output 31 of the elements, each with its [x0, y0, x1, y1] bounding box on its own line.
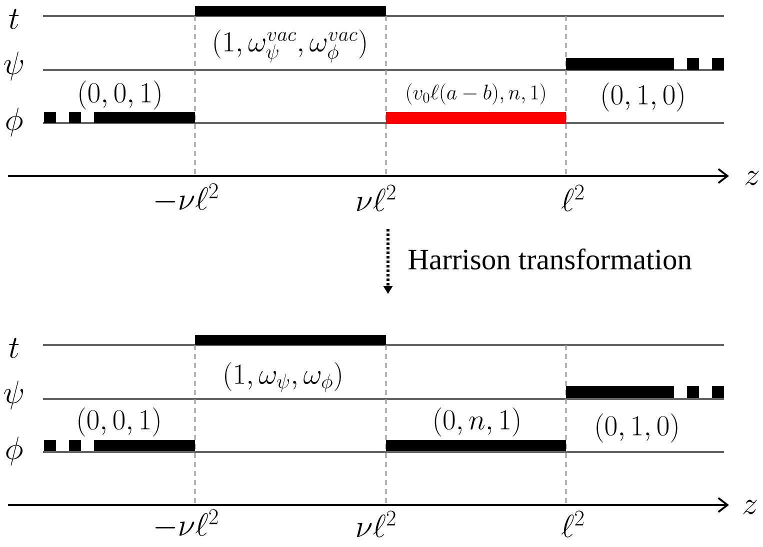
transformation-label: Harrison transformation: [408, 248, 692, 270]
rod-bar: [195, 335, 386, 345]
row-label: $t$: [9, 8, 19, 30]
vector-label: $(0,1,0)$: [596, 414, 678, 442]
rod-bar: [44, 112, 195, 123]
row-label: $t$: [9, 338, 19, 358]
vector-label: $(0,1,0)$: [602, 82, 684, 112]
vector-label: $(0,0,1)$: [80, 80, 160, 110]
vector-label: $(v_0\ell(a-b),n,1)$: [407, 84, 545, 104]
rod-bar: [44, 440, 195, 451]
rod-bar: [566, 386, 724, 398]
tick-label: $-\nu\ell^2$: [156, 509, 218, 536]
row-label: $\phi$: [6, 436, 23, 466]
rod-bar: [386, 112, 566, 124]
row-label: $\psi$: [4, 380, 24, 410]
row-label: $\psi$: [4, 52, 24, 81]
axis-label: $z$: [743, 500, 757, 514]
tick-label: $\ell^2$: [561, 184, 584, 212]
vector-label: $(0,0,1)$: [78, 408, 160, 436]
vector-label: $(0,n,1)$: [434, 408, 520, 436]
tick-label: $-\nu\ell^2$: [156, 183, 218, 210]
rod-bar: [566, 58, 724, 70]
rod-bar: [195, 6, 386, 16]
rod-bar: [386, 440, 566, 451]
row-label: $\phi$: [6, 108, 23, 137]
tick-label: $\ell^2$: [561, 510, 584, 538]
tick-label: $\nu\ell^2$: [357, 184, 396, 212]
axis-label: $z$: [745, 170, 759, 186]
tick-label: $\nu\ell^2$: [357, 510, 396, 538]
vector-label: $(1,\omega_{\psi},\omega_{\phi})$: [225, 362, 341, 392]
vector-label: $(1,\omega_{\psi}^{vac},\omega_{\phi}^{vac})$: [214, 30, 366, 63]
